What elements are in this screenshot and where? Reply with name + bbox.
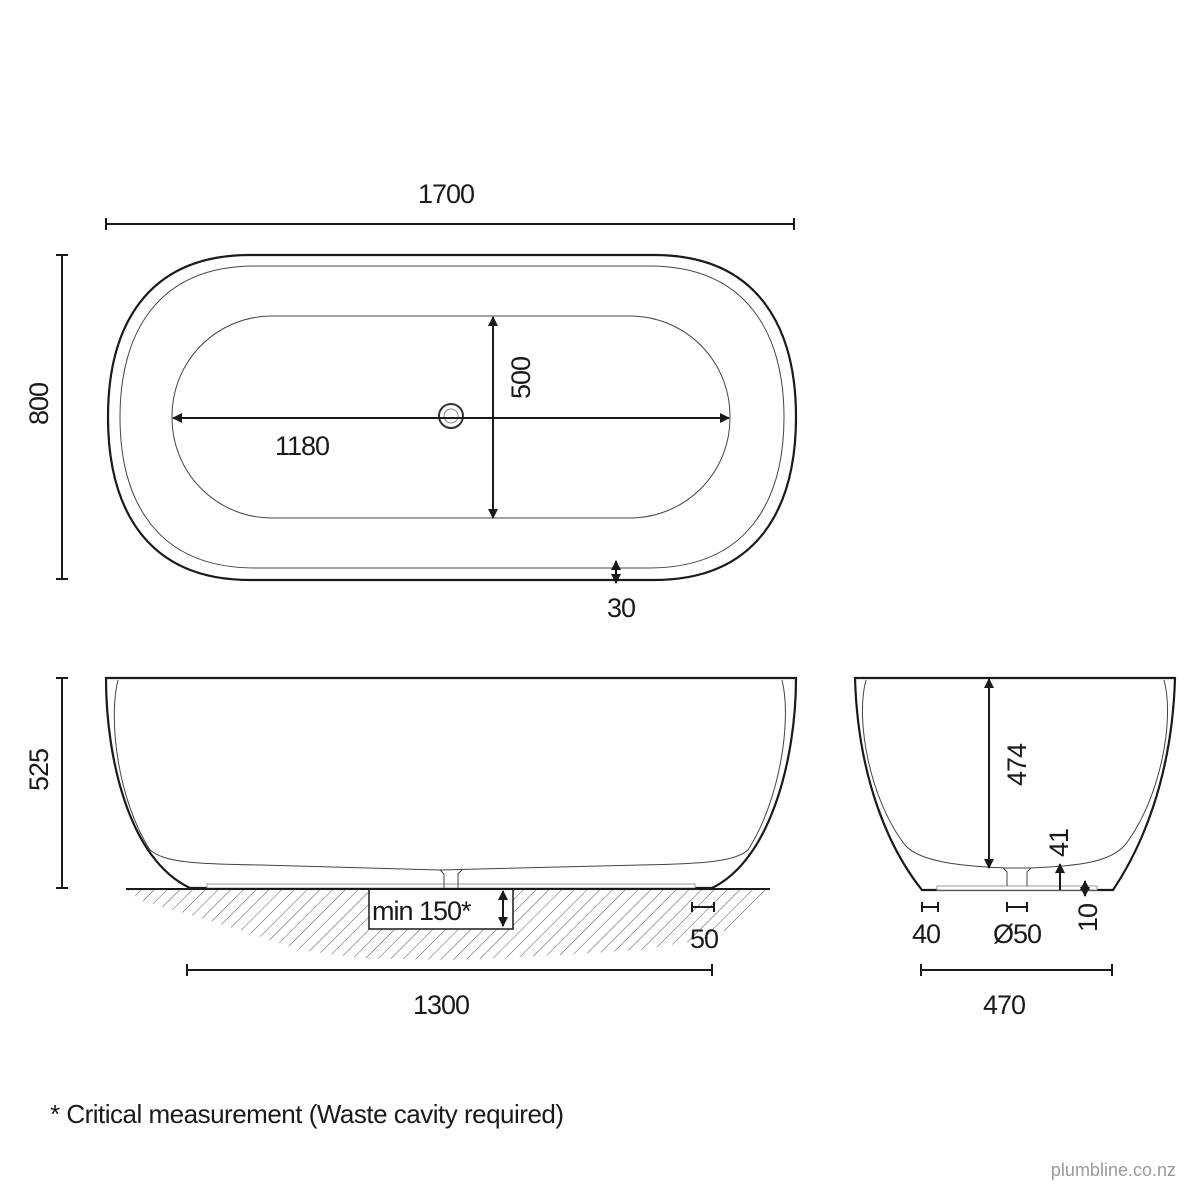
basin-width-label: 500 [506, 357, 536, 399]
footnote: * Critical measurement (Waste cavity req… [50, 1099, 564, 1129]
internal-depth-label: 474 [1002, 743, 1032, 786]
dim-base-length: 1300 [186, 964, 713, 1020]
dim-rim-thickness: 30 [607, 560, 636, 623]
base-inset-label: 50 [690, 924, 718, 954]
basin-length-label: 1180 [275, 431, 329, 461]
bath-side-outline [104, 676, 798, 890]
dim-overall-length: 1700 [105, 179, 795, 230]
dim-overall-width: 800 [24, 254, 68, 580]
waste-cavity-label: min 150* [372, 896, 472, 926]
dim-base-width: 470 [920, 964, 1113, 1020]
overall-width-label: 800 [24, 383, 54, 425]
base-plate [206, 883, 696, 889]
dim-end-inset: 40 [912, 902, 941, 949]
waste-height-label: 41 [1044, 829, 1074, 857]
base-length-label: 1300 [413, 990, 469, 1020]
dim-internal-depth: 474 [984, 678, 1032, 869]
end-waste-outlet [1002, 867, 1032, 886]
waste-outlet [439, 869, 463, 888]
dim-waste-height: 41 [1044, 829, 1074, 890]
side-elevation: min 150* 525 50 1300 [24, 676, 798, 1020]
dim-basin-length: 1180 [172, 413, 730, 461]
end-elevation: 474 41 10 40 Ø50 470 [853, 676, 1177, 1020]
watermark: plumbline.co.nz [1051, 1160, 1176, 1180]
bath-end-inner [861, 679, 1169, 869]
dim-waste-diameter: Ø50 [993, 902, 1042, 949]
dim-overall-height: 525 [24, 677, 68, 889]
end-inset-label: 40 [912, 919, 940, 949]
base-height-label: 10 [1073, 904, 1103, 932]
drain-icon [438, 403, 464, 429]
dim-base-inset: 50 [690, 902, 719, 954]
bath-rim-outline [119, 265, 785, 569]
rim-thickness-label: 30 [607, 593, 635, 623]
base-width-label: 470 [983, 990, 1025, 1020]
bath-end-outline [853, 676, 1177, 892]
overall-height-label: 525 [24, 749, 54, 791]
waste-diameter-label: Ø50 [993, 919, 1041, 949]
plan-view: 1700 800 1180 500 30 [24, 179, 798, 623]
dim-basin-width: 500 [488, 316, 536, 519]
dim-base-height: 10 [1073, 880, 1103, 932]
overall-length-label: 1700 [418, 179, 474, 209]
waste-cavity [368, 888, 514, 930]
end-base-plate [936, 885, 1098, 891]
